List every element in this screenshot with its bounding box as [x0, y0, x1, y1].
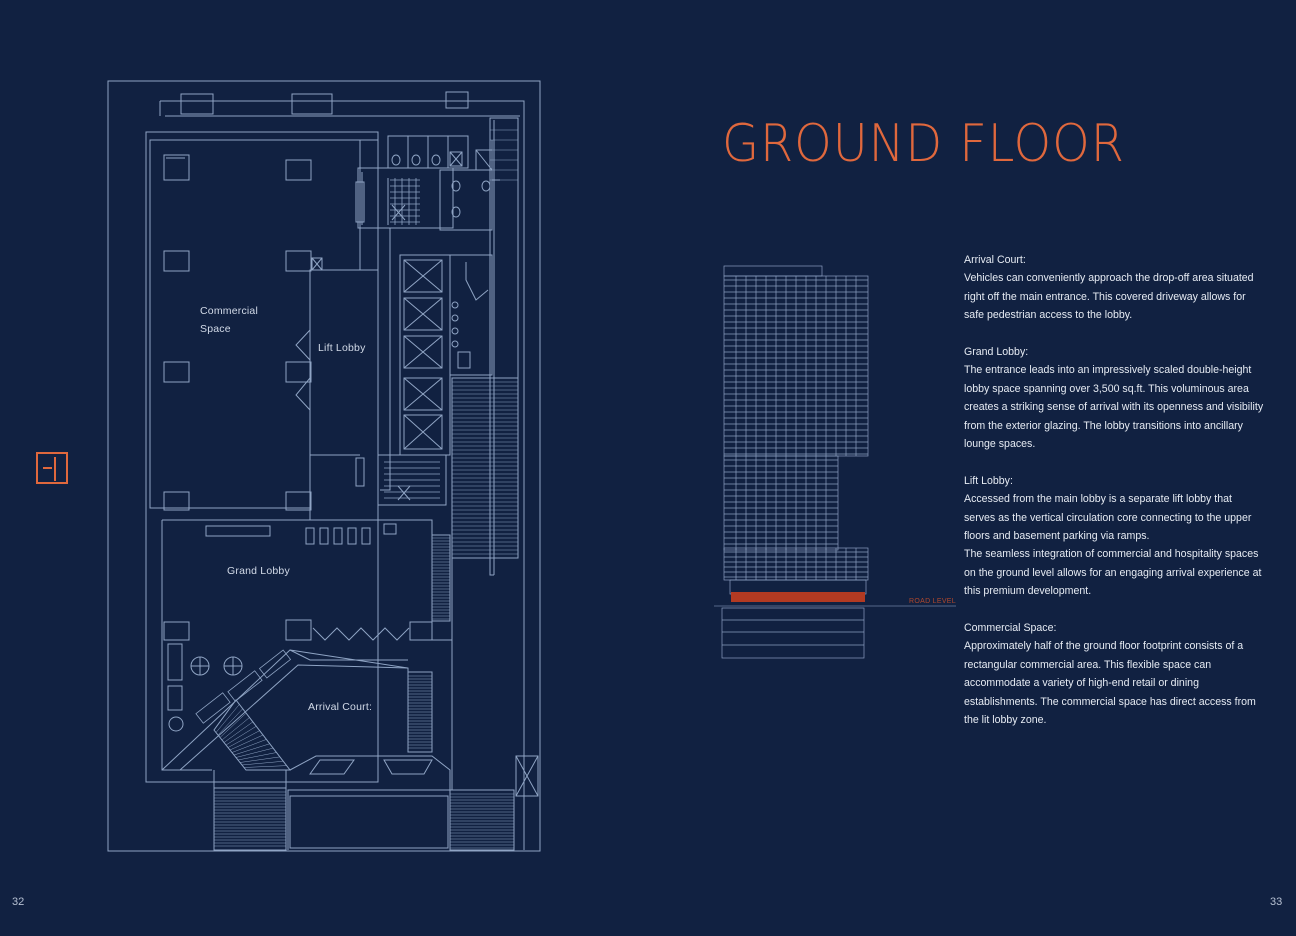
commercial-space-label-line2: Space	[200, 323, 231, 335]
ground-floor-highlight	[731, 592, 865, 602]
grand-lobby-label: Grand Lobby	[227, 565, 290, 577]
section-heading: Lift Lobby:	[964, 474, 1013, 487]
road-level-label: ROAD LEVEL	[909, 598, 956, 605]
building-elevation	[714, 265, 956, 659]
arrival-court-label: Arrival Court:	[308, 701, 373, 713]
section-arrival-court: Arrival Court: Vehicles can conveniently…	[964, 251, 1264, 325]
grand-lobby-outline	[161, 520, 212, 771]
section-heading: Commercial Space:	[964, 622, 1057, 635]
section-paragraph: Accessed from the main lobby is a separa…	[964, 493, 1252, 543]
section-grand-lobby: Grand Lobby: The entrance leads into an …	[964, 343, 1264, 453]
section-paragraph: Approximately half of the ground floor f…	[964, 640, 1256, 727]
section-paragraph: The seamless integration of commercial a…	[964, 548, 1262, 598]
section-paragraph: The entrance leads into an impressively …	[964, 364, 1264, 451]
section-heading: Arrival Court:	[964, 254, 1026, 266]
floor-marker-icon	[36, 452, 68, 484]
section-lift-lobby: Lift Lobby: Accessed from the main lobby…	[964, 472, 1264, 601]
page-number-right: 33	[1270, 896, 1283, 908]
section-paragraph: Vehicles can conveniently approach the d…	[964, 272, 1254, 322]
page-title: GROUND FLOOR	[722, 114, 1125, 174]
floor-description: Arrival Court: Vehicles can conveniently…	[964, 251, 1264, 748]
page-number-left: 32	[12, 896, 25, 908]
site-boundary	[107, 80, 541, 852]
lift-lobby-label: Lift Lobby	[318, 342, 366, 354]
section-heading: Grand Lobby:	[964, 346, 1029, 359]
commercial-space-outline	[149, 140, 361, 509]
section-commercial-space: Commercial Space: Approximately half of …	[964, 619, 1264, 729]
commercial-space-label: Commercial	[200, 305, 259, 317]
